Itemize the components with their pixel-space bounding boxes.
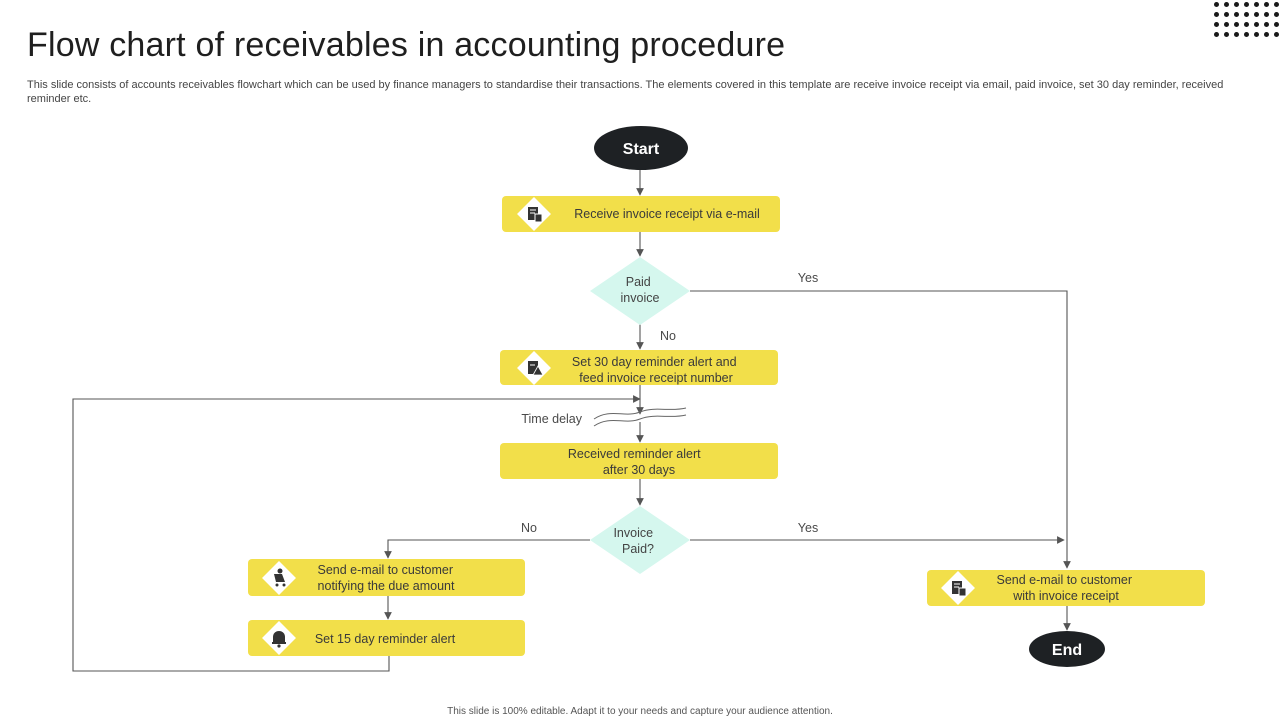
node-received-reminder-line-2: after 30 days	[603, 463, 675, 477]
node-set-15-day-reminder: Set 15 day reminder alert	[248, 620, 525, 656]
node-start-label: Start	[623, 141, 660, 158]
connectors	[72, 170, 1071, 672]
node-set-30-day-reminder: Set 30 day reminder alert and feed invoi…	[500, 350, 778, 385]
edge-reminder15-loop	[72, 395, 641, 672]
label-invoice-yes: Yes	[798, 521, 818, 535]
page-subtitle: This slide consists of accounts receivab…	[27, 79, 1224, 105]
node-send-email-receipt-line-1: Send e-mail to customer	[997, 573, 1132, 587]
node-set-30-day-reminder-line-1: Set 30 day reminder alert and	[572, 355, 737, 369]
node-invoice-paid: Invoice Paid?	[590, 506, 690, 574]
node-received-reminder: Received reminder alert after 30 days	[500, 443, 778, 479]
svg-text:Set 15 day reminder alert: Set 15 day reminder alert	[315, 632, 456, 646]
label-paid-yes: Yes	[798, 271, 818, 285]
edge-invoice-no-send-due	[384, 539, 590, 559]
node-send-email-receipt-line-2: with invoice receipt	[1012, 589, 1119, 603]
svg-text:Paid invoice: Paid invoice	[621, 275, 660, 305]
node-start: Start	[594, 126, 688, 170]
label-invoice-no: No	[521, 521, 537, 535]
node-paid-invoice: Paid invoice	[590, 257, 690, 325]
node-received-reminder-line-1: Received reminder alert	[568, 447, 701, 461]
invoice-document-icon	[517, 197, 551, 231]
node-send-email-due: Send e-mail to customer notifying the du…	[248, 559, 525, 596]
node-send-email-due-line-2: notifying the due amount	[318, 579, 455, 593]
time-delay-wave-icon	[593, 407, 687, 427]
node-send-email-receipt: Send e-mail to customer with invoice rec…	[927, 570, 1205, 606]
node-receive-invoice-text: Receive invoice receipt via e-mail	[574, 207, 760, 221]
bell-icon	[262, 621, 296, 655]
svg-text:Send e-mail to customer: Send e-mail to customer notifying the du…	[318, 563, 457, 593]
footer-note: This slide is 100% editable. Adapt it to…	[447, 706, 833, 717]
person-cart-icon	[262, 561, 296, 595]
svg-text:Invoice Paid?: Invoice Paid?	[613, 526, 656, 556]
edge-paid-yes-send-receipt	[690, 290, 1071, 569]
node-invoice-paid-line-1: Invoice	[613, 526, 653, 540]
node-paid-invoice-line-2: invoice	[621, 291, 660, 305]
node-end-label: End	[1052, 642, 1082, 659]
node-send-email-due-line-1: Send e-mail to customer	[318, 563, 453, 577]
label-time-delay: Time delay	[521, 412, 582, 426]
page-title: Flow chart of receivables in accounting …	[27, 26, 786, 64]
decorative-dot-grid	[1212, 0, 1280, 44]
node-receive-invoice: Receive invoice receipt via e-mail	[502, 196, 780, 232]
node-invoice-paid-line-2: Paid?	[622, 542, 654, 556]
node-paid-invoice-line-1: Paid	[626, 275, 651, 289]
label-paid-no: No	[660, 329, 676, 343]
node-receive-invoice-line: Receive invoice receipt via e-mail	[574, 207, 760, 221]
node-set-15-day-reminder-line: Set 15 day reminder alert	[315, 632, 456, 646]
svg-text:Set 30 day reminder alert and: Set 30 day reminder alert and feed invoi…	[572, 355, 740, 385]
clipboard-warning-icon	[517, 351, 551, 385]
receipt-icon	[941, 571, 975, 605]
node-set-30-day-reminder-line-2: feed invoice receipt number	[579, 371, 733, 385]
node-end: End	[1029, 631, 1105, 667]
svg-text:Send e-mail to customer: Send e-mail to customer with invoice rec…	[997, 573, 1136, 603]
svg-text:Received reminder alert: Received reminder alert after 30 days	[568, 447, 704, 477]
